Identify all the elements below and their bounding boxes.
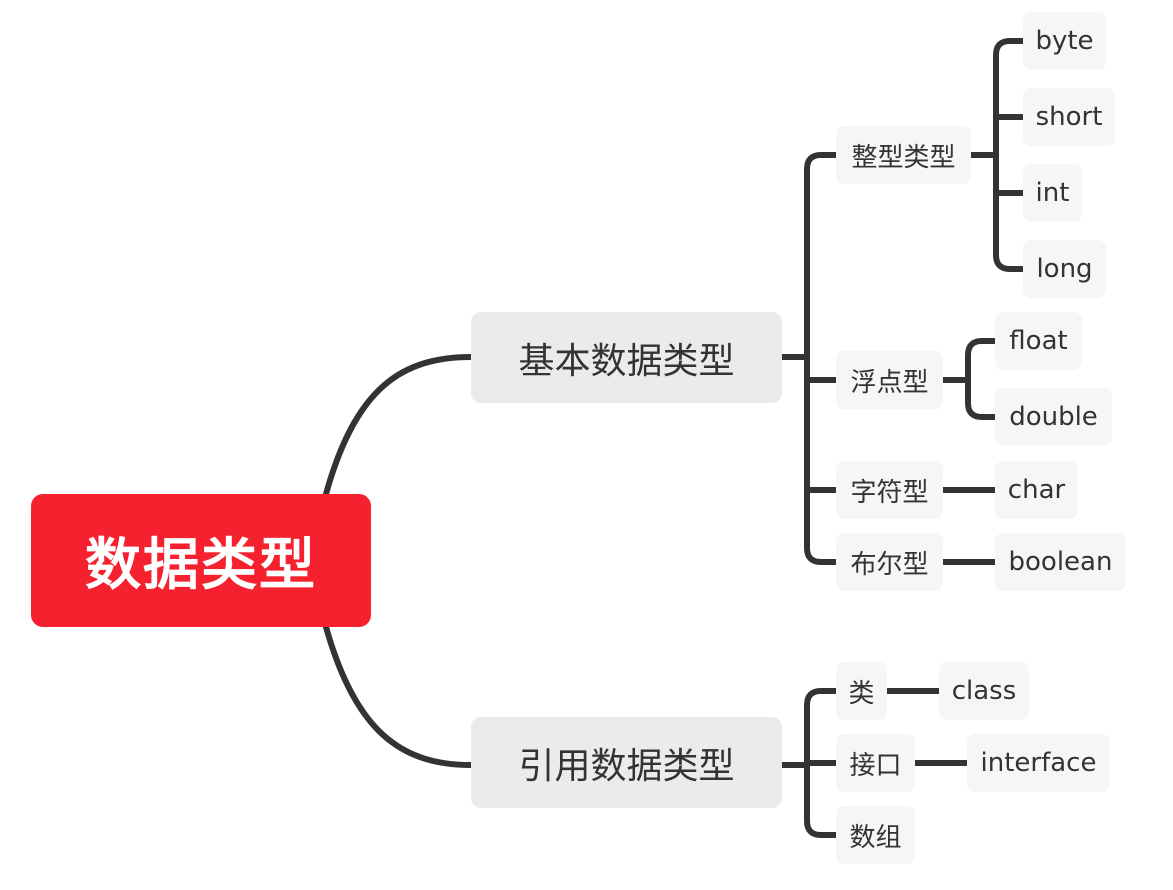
- leaf-byte[interactable]: byte: [1023, 12, 1106, 70]
- branch-reference-types[interactable]: 引用数据类型: [471, 717, 782, 808]
- leaf-int[interactable]: int: [1023, 164, 1082, 222]
- connector-root-to-basic: [323, 354, 474, 497]
- sub-boolean[interactable]: 布尔型: [836, 533, 943, 591]
- sub-array[interactable]: 数组: [836, 806, 915, 864]
- sub-interface[interactable]: 接口: [836, 734, 915, 792]
- leaf-short[interactable]: short: [1023, 88, 1115, 146]
- leaf-long[interactable]: long: [1023, 240, 1106, 298]
- root-node[interactable]: 数据类型: [31, 494, 371, 627]
- leaf-boolean[interactable]: boolean: [995, 533, 1126, 591]
- leaf-interface[interactable]: interface: [967, 734, 1110, 792]
- sub-floating-point[interactable]: 浮点型: [836, 351, 943, 409]
- leaf-float[interactable]: float: [995, 312, 1082, 370]
- leaf-char[interactable]: char: [995, 461, 1078, 519]
- sub-integer-types[interactable]: 整型类型: [836, 126, 971, 184]
- connector-int-bracket: [993, 38, 1026, 272]
- leaf-double[interactable]: double: [995, 388, 1112, 446]
- leaf-class[interactable]: class: [939, 662, 1029, 720]
- sub-character[interactable]: 字符型: [836, 461, 943, 519]
- sub-class[interactable]: 类: [836, 662, 887, 720]
- connector-basic-bracket: [804, 152, 839, 565]
- connector-root-to-reference: [323, 624, 474, 768]
- branch-primitive-types[interactable]: 基本数据类型: [471, 312, 782, 403]
- connector-float-bracket: [965, 338, 998, 420]
